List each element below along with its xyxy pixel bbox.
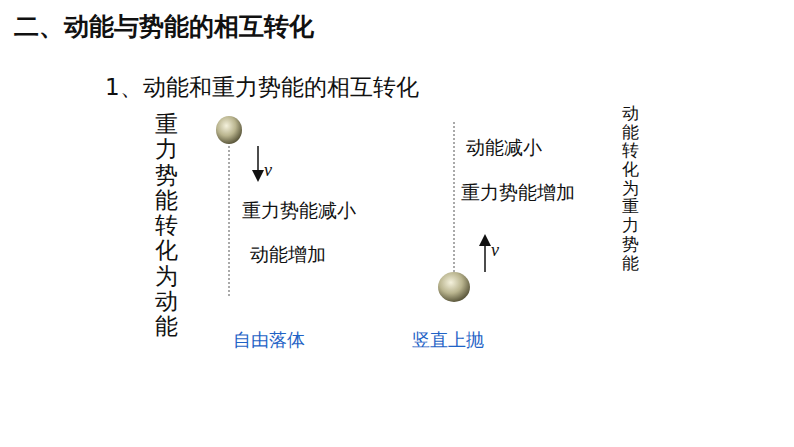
vertical-note: 重力势能转化为动能: [155, 112, 178, 340]
change-note: 重力势能增加: [461, 180, 575, 206]
rising-ball: [438, 272, 470, 302]
velocity-arrow: [484, 240, 486, 272]
change-note: 动能减小: [466, 135, 542, 161]
change-note: 动能增加: [250, 242, 326, 268]
path-line: [454, 122, 455, 272]
change-note: 重力势能减小: [242, 198, 356, 224]
velocity-symbol: v: [264, 160, 272, 181]
falling-ball: [216, 116, 242, 144]
section-heading: 1、动能和重力势能的相互转化: [105, 72, 419, 103]
motion-caption: 竖直上抛: [412, 328, 484, 352]
velocity-arrow: [257, 146, 259, 176]
vertical-note: 动能转化为重力势能: [622, 104, 639, 272]
velocity-symbol: v: [491, 240, 499, 261]
slide-title: 二、动能与势能的相互转化: [14, 10, 314, 43]
motion-caption: 自由落体: [233, 328, 305, 352]
path-line: [229, 142, 230, 296]
